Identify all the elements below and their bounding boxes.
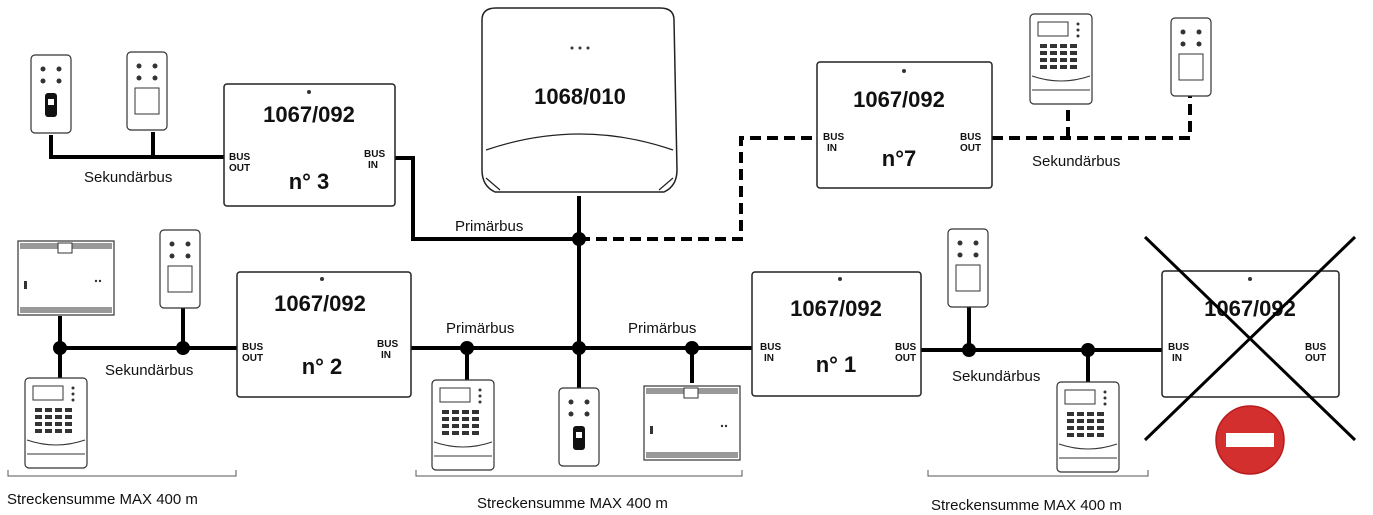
module-number: n°7 xyxy=(882,146,916,171)
span-bracket-left: Streckensumme MAX 400 m xyxy=(7,470,237,508)
proximity-reader-icon xyxy=(558,387,600,467)
bus-label-primary: Primärbus xyxy=(455,218,523,235)
bus-label-secondary: Sekundärbus xyxy=(84,169,172,186)
controller-model: 1068/010 xyxy=(534,84,626,109)
no-entry-icon xyxy=(1215,405,1285,475)
controller-1068-010: 1068/010 xyxy=(481,7,678,193)
bus-label-secondary: Sekundärbus xyxy=(952,368,1040,385)
span-caption: Streckensumme MAX 400 m xyxy=(931,497,1122,514)
bus-label-primary: Primärbus xyxy=(628,320,696,337)
module-model: 1067/092 xyxy=(274,291,366,316)
expansion-board-icon xyxy=(643,385,741,461)
card-reader-icon xyxy=(159,229,201,309)
card-reader-icon xyxy=(947,228,989,308)
module-model: 1067/092 xyxy=(790,296,882,321)
module-number: n° 1 xyxy=(816,352,857,377)
proximity-reader-icon xyxy=(30,54,72,134)
card-reader-icon xyxy=(126,51,168,131)
module-number: n° 2 xyxy=(302,354,343,379)
bus-label-secondary: Sekundärbus xyxy=(1032,153,1120,170)
span-bracket-right: Streckensumme MAX 400 m xyxy=(927,470,1149,514)
junction-dots xyxy=(53,232,1095,357)
module-model: 1067/092 xyxy=(263,102,355,127)
span-caption: Streckensumme MAX 400 m xyxy=(477,495,668,512)
card-reader-icon xyxy=(1170,17,1212,97)
keypad-icon xyxy=(1029,13,1093,105)
keypad-icon xyxy=(431,379,495,471)
secondary-bus-wires xyxy=(49,132,1162,388)
keypad-icon xyxy=(1056,381,1120,473)
span-bracket-center: Streckensumme MAX 400 m xyxy=(415,470,743,512)
expansion-board-icon xyxy=(17,240,115,316)
cross-line-icon xyxy=(1143,235,1357,442)
bus-label-secondary: Sekundärbus xyxy=(105,362,193,379)
span-caption: Streckensumme MAX 400 m xyxy=(7,491,198,508)
module-model: 1067/092 xyxy=(853,87,945,112)
module-number: n° 3 xyxy=(289,169,330,194)
keypad-icon xyxy=(24,377,88,469)
dashed-bus-wires xyxy=(579,96,1192,241)
bus-label-primary: Primärbus xyxy=(446,320,514,337)
